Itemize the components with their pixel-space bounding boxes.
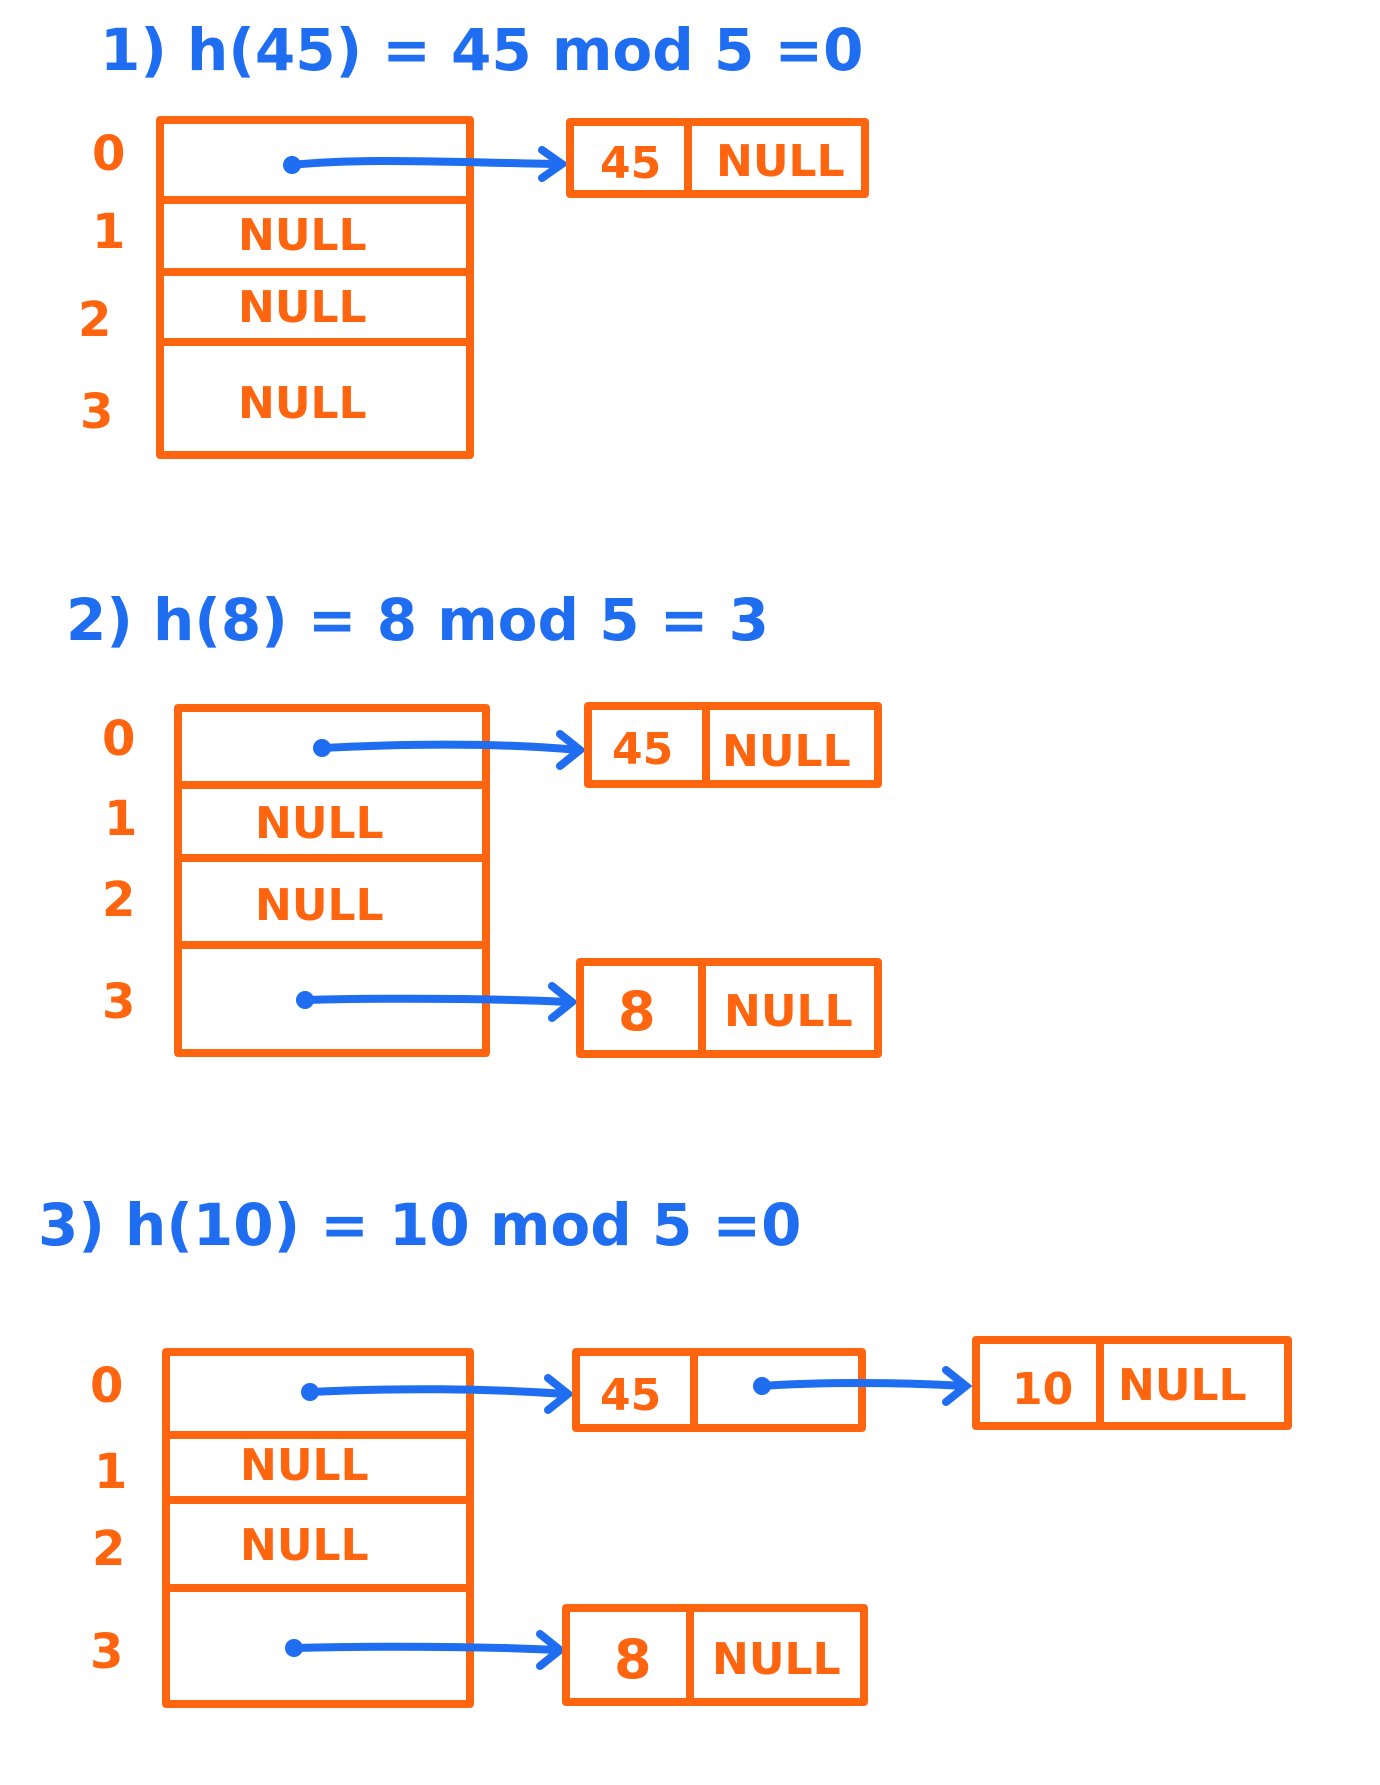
step-2-list-node-45: 45 NULL (584, 702, 882, 788)
step-2-node-8-value: 8 (618, 980, 656, 1043)
step-2-node-45-frame (584, 702, 882, 788)
step-3-node-10-frame (972, 1336, 1292, 1430)
step-2-list-node-8: 8 NULL (576, 958, 882, 1058)
step-3-cell-1: NULL (240, 1440, 369, 1491)
step-1-index-0: 0 (92, 126, 125, 182)
step-2-cell-2: NULL (255, 880, 384, 931)
step-1-index-1: 1 (92, 204, 125, 260)
step-3-node-45-value: 45 (600, 1370, 661, 1421)
step-2-node-8-next: NULL (724, 986, 853, 1037)
step-3-index-3: 3 (90, 1624, 123, 1680)
step-3-node-8-frame (562, 1604, 868, 1706)
step-2-node-8-frame (576, 958, 882, 1058)
step-3-list-node-10: 10 NULL (972, 1336, 1292, 1430)
step-2: 2) h(8) = 8 mod 5 = 3 0 1 2 3 NULL NULL … (66, 586, 882, 1058)
step-3-list-node-45: 45 (572, 1348, 866, 1432)
step-3-node-8-next: NULL (712, 1634, 841, 1685)
step-2-node-45-next: NULL (722, 726, 851, 777)
step-3-index-0: 0 (90, 1358, 123, 1414)
step-2-pointer-arrow-slot-3 (296, 982, 579, 1022)
step-3-cell-2: NULL (240, 1520, 369, 1571)
step-2-index-2: 2 (102, 872, 135, 928)
step-3-node-45-frame (572, 1348, 866, 1432)
step-2-cell-1: NULL (255, 798, 384, 849)
step-1-table-frame (156, 116, 474, 459)
step-3-pointer-arrow-45-to-10 (753, 1366, 973, 1406)
step-3-pointer-arrow-slot-0 (301, 1374, 575, 1414)
step-1-cell-3: NULL (238, 378, 367, 429)
step-1-index-3: 3 (80, 384, 113, 440)
step-3-node-8-value: 8 (614, 1628, 652, 1691)
step-1-node-value: 45 (600, 138, 661, 189)
step-2-index-0: 0 (102, 711, 135, 767)
step-2-index-3: 3 (102, 974, 135, 1030)
step-1: 1) h(45) = 45 mod 5 =0 0 1 2 3 NULL NULL… (78, 16, 869, 459)
step-1-cell-1: NULL (238, 210, 367, 261)
step-1-heading: 1) h(45) = 45 mod 5 =0 (100, 16, 863, 84)
step-3-index-2: 2 (92, 1521, 125, 1577)
step-3-pointer-arrow-slot-3 (285, 1630, 567, 1670)
step-3-index-1: 1 (94, 1444, 127, 1500)
step-1-pointer-arrow (283, 146, 569, 182)
step-2-pointer-arrow-slot-0 (313, 730, 587, 770)
step-1-list-node: 45 NULL (566, 118, 869, 198)
step-2-index-1: 1 (104, 791, 137, 847)
step-3-node-10-value: 10 (1012, 1364, 1073, 1415)
step-1-node-frame (566, 118, 869, 198)
step-3-heading: 3) h(10) = 10 mod 5 =0 (38, 1191, 801, 1259)
step-2-heading: 2) h(8) = 8 mod 5 = 3 (66, 586, 769, 654)
step-3-node-10-next: NULL (1118, 1360, 1247, 1411)
step-1-node-next: NULL (716, 136, 845, 187)
step-1-index-2: 2 (78, 292, 111, 348)
step-3-list-node-8: 8 NULL (562, 1604, 868, 1706)
step-3: 3) h(10) = 10 mod 5 =0 0 1 2 3 NULL NULL… (38, 1191, 1292, 1708)
step-1-hash-table: NULL NULL NULL (156, 116, 474, 459)
step-2-node-45-value: 45 (612, 724, 673, 775)
step-1-cell-2: NULL (238, 282, 367, 333)
